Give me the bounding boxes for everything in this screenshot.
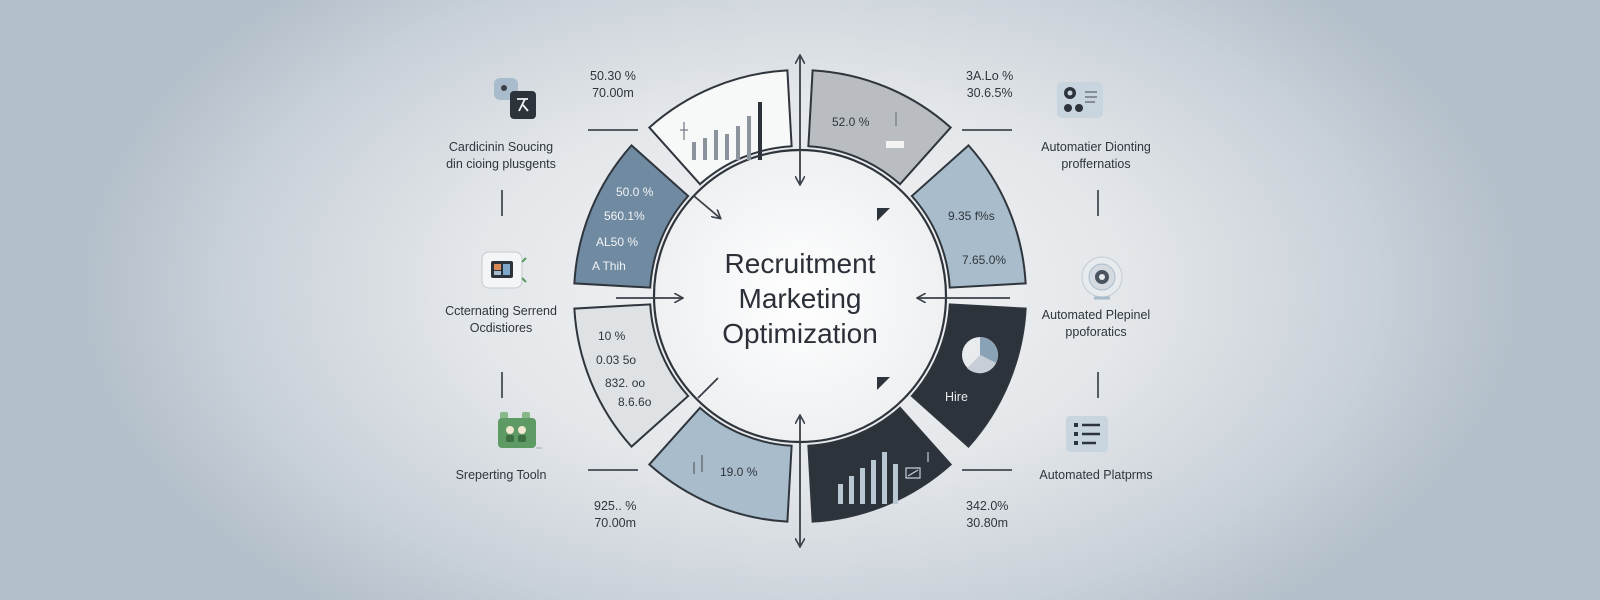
stat-bottom-left-line-2: 70.00m — [594, 516, 637, 530]
screen-app-icon — [481, 251, 527, 289]
right-item-3-line-1: Automated Platprms — [1039, 468, 1153, 482]
hire-label: Hire — [945, 390, 968, 404]
stat-top-left: 50.30 % 70.00m — [590, 68, 636, 102]
left-item-2-line-1: Ccternating Serrend — [445, 304, 557, 318]
connector-right-lower — [1097, 372, 1099, 398]
stat-top-left-line-1: 50.30 % — [590, 69, 636, 83]
bottom-right-chart-bar — [882, 452, 887, 504]
bottom-right-chart-marks — [905, 452, 929, 479]
bottom-right-chart-bar — [871, 460, 876, 504]
left-item-1-label: Cardicinin Soucing din cioing plusgents — [430, 139, 572, 173]
left-lower-value-1: 10 % — [598, 329, 626, 343]
arrow-diag-bottom-right — [877, 377, 890, 390]
left-item-3-line-1: Sreperting Tooln — [455, 468, 547, 482]
bottom-right-bar-chart — [838, 452, 898, 504]
target-search-icon — [1081, 256, 1123, 300]
top-right-segment-value: 52.0 % — [832, 115, 870, 129]
right-item-3-label: Automated Platprms — [1014, 467, 1178, 484]
central-title: Recruitment Marketing Optimization — [722, 248, 878, 349]
stat-bottom-left: 925.. % 70.00m — [594, 498, 636, 532]
arrow-diag-top-left — [693, 195, 720, 218]
stat-bottom-right-line-2: 30.80m — [966, 516, 1009, 530]
right-item-2-line-2: ppoforatics — [1065, 325, 1127, 339]
right-item-1-line-1: Automatier Dionting — [1041, 140, 1151, 154]
stat-bottom-left-line-1: 925.. % — [594, 499, 637, 513]
bar-chart-marks — [680, 112, 897, 140]
left-lower-value-4: 8.6.6o — [618, 395, 652, 409]
segment-left-lower — [573, 303, 690, 449]
ring-segments — [573, 69, 1027, 523]
connector-right-upper — [1097, 190, 1099, 216]
left-upper-value-1: 50.0 % — [616, 185, 654, 199]
left-item-2-line-2: Ocdistiores — [469, 321, 533, 335]
left-item-3-label: Sreperting Tooln — [430, 467, 572, 484]
right-item-1-line-2: proffernatios — [1061, 157, 1131, 171]
top-left-chart-bar — [703, 138, 707, 160]
left-item-1-line-2: din cioing plusgents — [446, 157, 556, 171]
bottom-right-chart-bar — [860, 468, 865, 504]
segment-content: 52.0 % 9.35 f%s 7.65.0% Hire 19.0 % 10 %… — [592, 102, 1006, 504]
left-upper-value-4: A Thih — [592, 259, 626, 273]
left-lower-value-3: 832. oo — [605, 376, 645, 390]
list-document-icon — [1066, 416, 1108, 452]
inner-circle-fill — [654, 150, 946, 442]
connector-bottom-right — [962, 469, 1012, 471]
profile-card-icon — [1057, 82, 1103, 118]
arrow-diag-top-right — [877, 208, 890, 221]
connector-left-lower — [501, 372, 503, 398]
connector-top-right — [962, 129, 1012, 131]
stat-top-left-line-2: 70.00m — [592, 86, 634, 100]
top-left-chart-bar — [758, 102, 762, 160]
stat-top-right-line-2: 30.6.5% — [966, 86, 1013, 100]
top-left-chart-bar — [714, 130, 718, 160]
right-item-2-line-1: Automated Plepinel — [1041, 308, 1151, 322]
connector-left-upper — [501, 190, 503, 216]
connector-top-left — [588, 129, 638, 131]
bottom-left-chart-marks — [693, 455, 703, 474]
top-left-chart-bar — [692, 142, 696, 160]
right-item-2-label: Automated Plepinel ppoforatics — [1014, 307, 1178, 341]
toggle-app-icon — [494, 78, 536, 119]
left-upper-value-2: 560.1% — [604, 209, 645, 223]
top-left-chart-bar — [747, 116, 751, 160]
right-upper-value-2: 7.65.0% — [962, 253, 1006, 267]
segment-bottom-left — [647, 406, 793, 523]
bottom-right-chart-bar — [838, 484, 843, 504]
left-item-1-line-1: Cardicinin Soucing — [448, 140, 554, 154]
top-left-chart-bar — [736, 126, 740, 160]
bottom-right-chart-bar — [893, 464, 898, 504]
top-left-bar-chart — [692, 102, 762, 160]
connector-bottom-left — [588, 469, 638, 471]
slider-mark — [886, 141, 904, 148]
stat-bottom-right-line-1: 342.0% — [966, 499, 1009, 513]
segment-left-upper — [573, 143, 690, 289]
team-folder-icon — [498, 412, 542, 449]
flow-arrows — [616, 56, 1010, 546]
right-upper-value-1: 9.35 f%s — [948, 209, 995, 223]
segment-right-lower — [910, 303, 1027, 449]
segment-bottom-right — [807, 406, 953, 523]
segment-top-left — [647, 69, 793, 186]
stat-bottom-right: 342.0% 30.80m — [966, 498, 1008, 532]
right-item-1-label: Automatier Dionting proffernatios — [1014, 139, 1178, 173]
title-line-1: Recruitment — [725, 248, 876, 279]
stat-top-right-line-1: 3A.Lo % — [966, 69, 1014, 83]
title-line-2: Marketing — [739, 283, 862, 314]
segment-top-right — [807, 69, 953, 186]
bottom-left-segment-value: 19.0 % — [720, 465, 758, 479]
left-item-2-label: Ccternating Serrend Ocdistiores — [430, 303, 572, 337]
top-left-chart-bar — [725, 134, 729, 160]
bottom-right-chart-bar — [849, 476, 854, 504]
title-line-3: Optimization — [722, 318, 878, 349]
pie-chart-icon — [962, 337, 998, 374]
stat-top-right: 3A.Lo % 30.6.5% — [966, 68, 1013, 102]
left-upper-value-3: AL50 % — [596, 235, 638, 249]
segment-right-upper — [910, 143, 1027, 289]
arrow-diag-bottom-left — [697, 377, 719, 399]
left-lower-value-2: 0.03 5o — [596, 353, 636, 367]
